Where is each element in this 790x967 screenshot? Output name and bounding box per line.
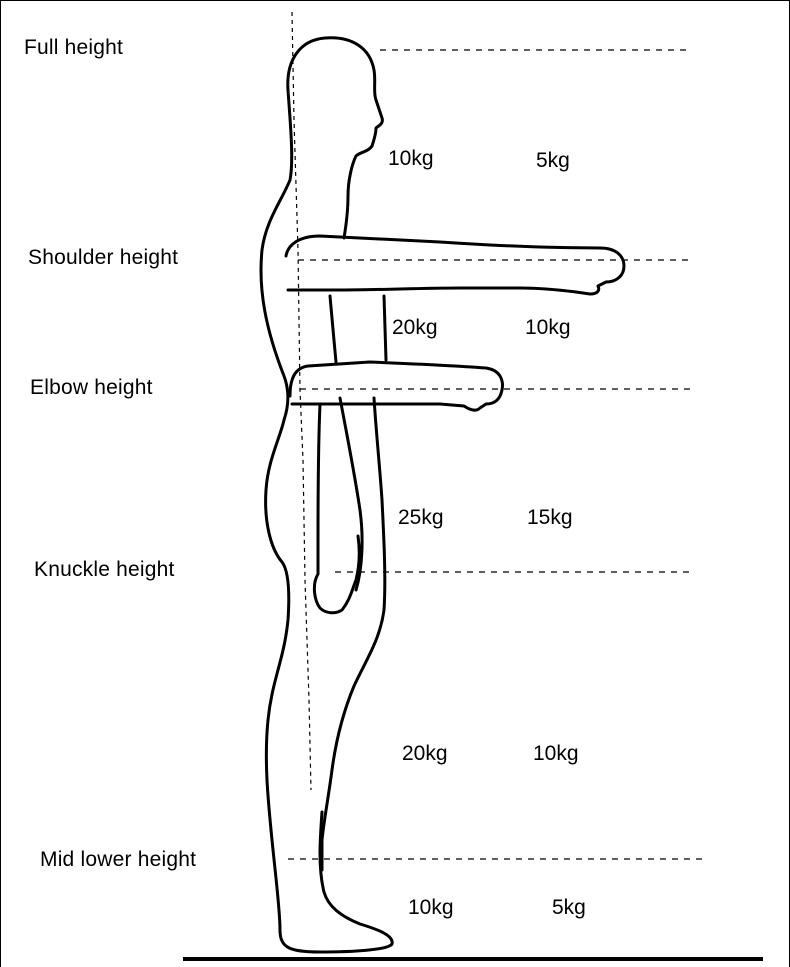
zone3-near-weight: 25kg xyxy=(398,506,444,530)
full-height-label: Full height xyxy=(24,36,123,60)
zone3-far-weight: 15kg xyxy=(527,506,573,530)
knuckle-height-label: Knuckle height xyxy=(34,558,175,582)
zone2-far-weight: 10kg xyxy=(525,316,571,340)
elbow-height-label: Elbow height xyxy=(30,376,153,400)
vertical-reference-line xyxy=(292,12,311,790)
zone1-near-weight: 10kg xyxy=(388,147,434,171)
zone1-far-weight: 5kg xyxy=(536,149,570,173)
zone2-near-weight: 20kg xyxy=(392,316,438,340)
zone5-far-weight: 5kg xyxy=(552,896,586,920)
zone4-far-weight: 10kg xyxy=(533,742,579,766)
shoulder-height-label: Shoulder height xyxy=(28,246,178,270)
human-silhouette xyxy=(261,38,624,952)
zone4-near-weight: 20kg xyxy=(402,742,448,766)
zone5-near-weight: 10kg xyxy=(408,896,454,920)
mid-lower-height-label: Mid lower height xyxy=(40,848,196,872)
